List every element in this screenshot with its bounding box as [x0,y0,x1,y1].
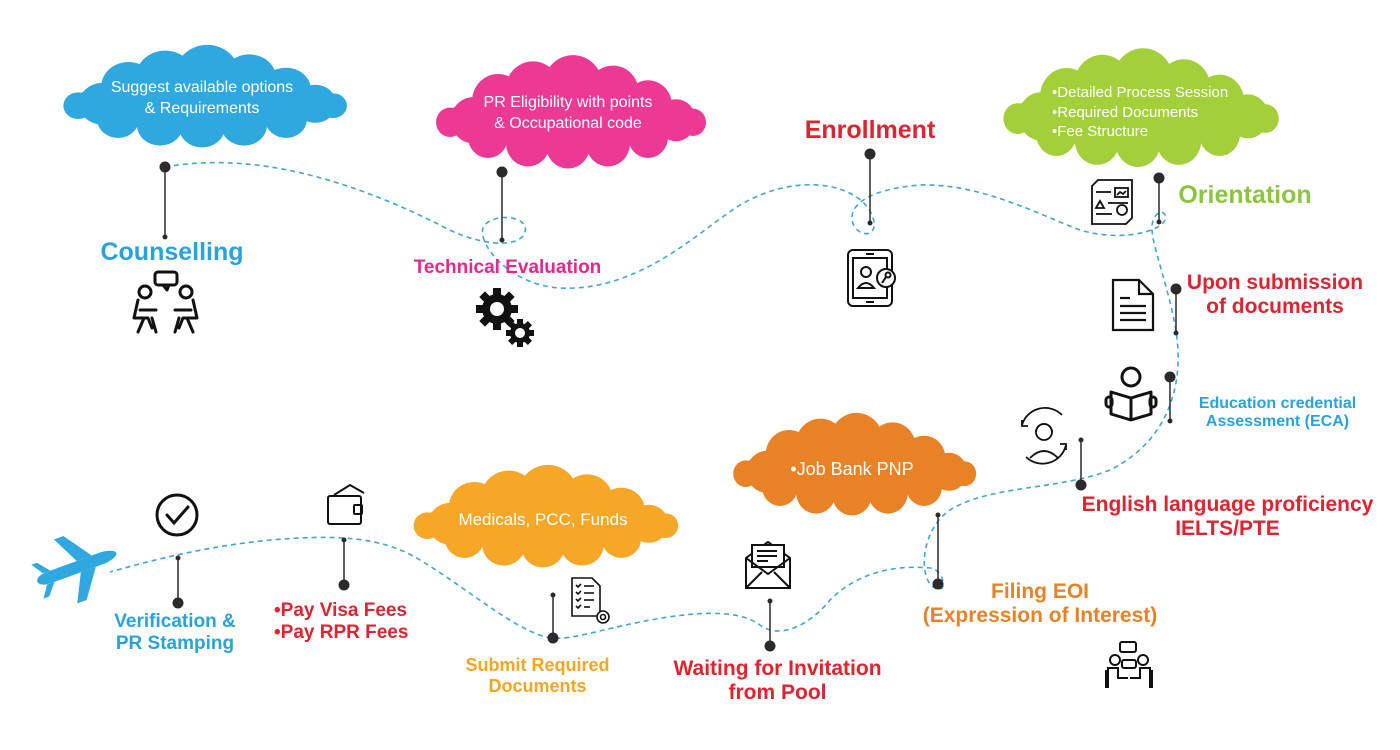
cloud-jobbank-text: Job Bank PNP [752,458,952,481]
label-line: IELTS/PTE [1175,517,1280,541]
pin-verification [172,555,184,609]
label-list-item: Pay Visa Fees [274,600,424,622]
label-line: Filing EOI [991,580,1089,603]
cloud-orientation-list: Detailed Process Session Required Docume… [1052,83,1228,142]
cloud-list-item: Job Bank PNP [752,458,952,481]
step-submission-label: Upon submission of documents [1185,271,1365,319]
pin-eoi [932,512,944,590]
label-line: Verification & [114,611,236,632]
reading-person-icon [1104,366,1158,422]
step-counselling-label: Counselling [100,238,244,266]
pin-counselling [159,161,171,240]
label-line: Education credential [1198,395,1357,412]
step-pay-fees-label: Pay Visa Fees Pay RPR Fees [274,600,424,644]
pin-submission [1170,283,1182,336]
cloud-counselling-text: Suggest available options & Requirements [82,78,322,120]
step-english-label: English language proficiency IELTS/PTE [1080,493,1375,541]
pin-english [1075,437,1087,491]
cloud-medicals-text: Medicals, PCC, Funds [433,509,653,531]
pin-pay-fees [338,537,350,591]
gears-icon [476,288,534,347]
roadmap-path [109,161,1179,640]
label-line: from Pool [728,681,827,705]
label-line: Assessment (ECA) [1205,413,1350,431]
label-line: (Expression of Interest) [922,604,1158,628]
step-enrollment-label: Enrollment [804,116,936,144]
cloud-list-item: Required Documents [1052,103,1228,123]
label-line: Upon submission [1186,271,1364,294]
cloud-line: PR Eligibility with points [483,94,653,111]
cloud-list-item: Detailed Process Session [1052,83,1228,103]
label-line: Waiting for Invitation [673,657,882,680]
label-line: Submit Required [465,655,610,675]
wallet-card-icon [327,483,365,525]
step-eca-label: Education credential Assessment (ECA) [1185,395,1370,432]
check-circle-icon [155,493,199,537]
step-technical-label: Technical Evaluation [413,257,602,278]
label-list-item: Pay RPR Fees [274,622,424,644]
step-eoi-label: Filing EOI (Expression of Interest) [915,580,1165,628]
counselling-people-icon [132,270,199,334]
pin-waiting [764,598,776,652]
label-line: PR Stamping [115,632,235,654]
tablet-user-key-icon [847,249,896,307]
label-line: Documents [488,675,587,696]
meeting-icon [1105,641,1153,688]
pin-orientation [1153,172,1165,225]
step-waiting-label: Waiting for Invitation from Pool [660,657,895,705]
label-line: English language proficiency [1081,493,1374,516]
step-submit-docs-label: Submit Required Documents [450,655,625,696]
pin-technical [496,166,508,243]
envelope-letter-icon [745,540,791,589]
step-orientation-label: Orientation [1178,181,1312,209]
cloud-line: Medicals, PCC, Funds [458,510,628,529]
support-agent-icon [1021,407,1067,465]
pin-enrollment [864,148,876,226]
pin-eca [1164,371,1176,424]
label-line: of documents [1206,295,1344,319]
cloud-list-item: Fee Structure [1052,122,1228,142]
cloud-line: Suggest available options [110,79,294,96]
checklist-gear-icon [571,577,610,624]
cloud-line: & Occupational code [494,114,642,132]
airplane-icon [31,536,117,604]
step-verification-label: Verification & PR Stamping [100,611,250,655]
cloud-technical-text: PR Eligibility with points & Occupationa… [448,93,688,135]
document-icon [1111,278,1155,332]
cloud-line: & Requirements [144,99,260,117]
report-document-icon [1091,179,1133,225]
pin-submit-docs [547,592,559,644]
